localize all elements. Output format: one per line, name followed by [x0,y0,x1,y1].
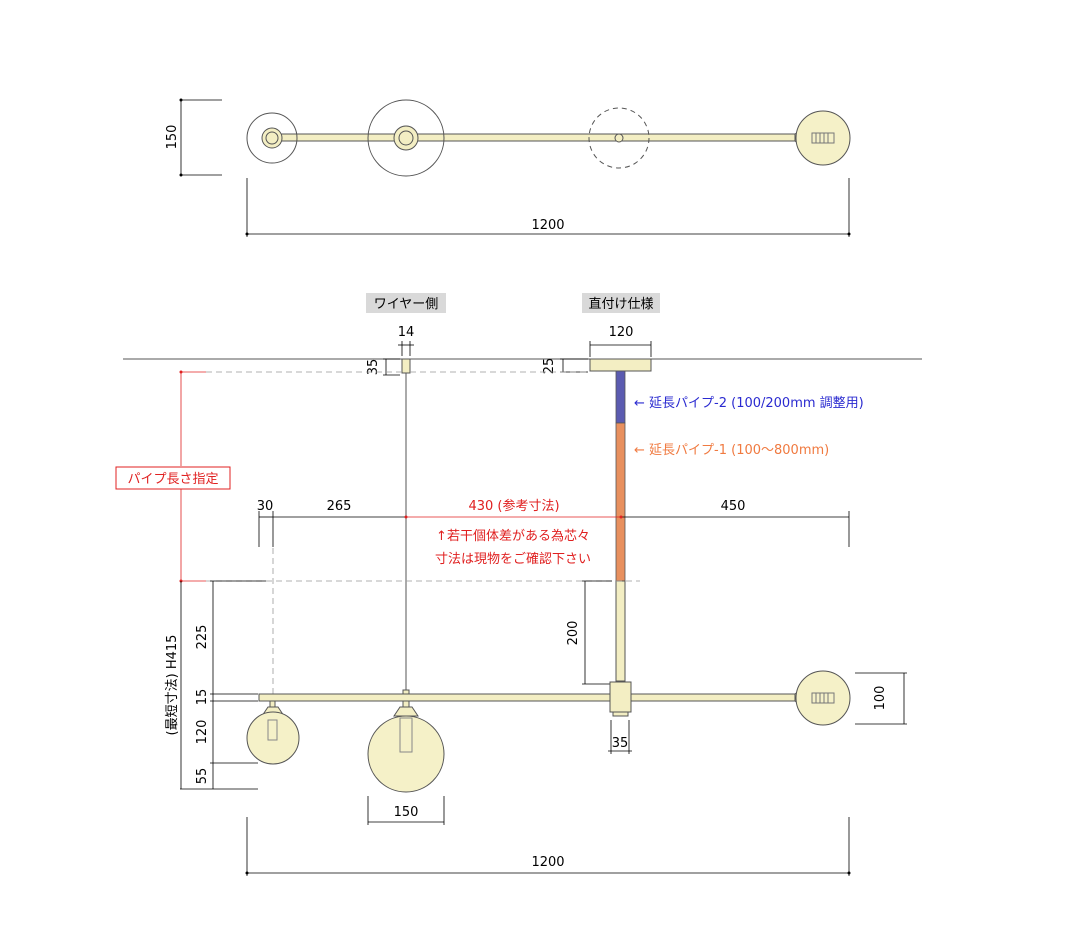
middle-socket [393,706,419,717]
plan-globe-middle [367,99,445,177]
plan-width-dim: 1200 [531,218,564,233]
wire-header-bg [366,293,446,313]
dim-430: 430 (参考寸法) [468,498,559,514]
dim-200: 200 [566,621,581,646]
wire-drop-dim: 35 [366,359,381,376]
dim-30: 30 [257,499,274,514]
dim-min-height: (最短寸法) H415 [165,635,180,736]
dim-55: 55 [195,768,210,785]
plan-view: 150 1200 [165,98,851,237]
wire-width-dim: 14 [398,325,415,340]
plan-socket-left [261,127,283,149]
extension-pipe-2 [615,370,626,424]
left-globe [246,711,300,765]
pipe-length-label: パイプ長さ指定 [127,472,218,487]
dim-225: 225 [195,625,210,650]
plan-globe-right [795,110,851,166]
dim-total-width: 1200 [531,855,564,870]
ceiling-plate [589,358,652,372]
wire-header: ワイヤー側 [374,297,439,312]
dim-35: 35 [612,736,629,751]
pipe-length-box [115,466,231,490]
plan-height-dim: 150 [165,125,180,150]
joint-sleeve [609,681,632,713]
plan-globe-left [246,112,298,164]
note-line-2: 寸法は現物をご確認下さい [435,551,591,567]
direct-header-bg [582,293,660,313]
dim-450: 450 [721,499,746,514]
plan-bar [269,133,798,142]
middle-globe [367,715,445,793]
dim-265: 265 [327,499,352,514]
plate-height-dim: 25 [542,358,557,375]
elevation-view: ワイヤー側 直付け仕様 14 35 120 25 [115,293,922,876]
plan-socket-middle [393,125,419,151]
base-pipe [615,580,626,682]
dim-100: 100 [873,686,888,711]
plan-canopy-dashed [588,107,650,169]
right-globe [795,670,851,726]
pipe-2-note: ← 延長パイプ-2 (100/200mm 調整用) [634,396,864,411]
wire-canopy [401,358,411,374]
plate-width-dim: 120 [609,325,634,340]
extension-pipe-1 [615,422,626,582]
dim-120: 120 [195,720,210,745]
pipe-1-note: ← 延長パイプ-1 (100〜800mm) [634,443,829,458]
direct-header: 直付け仕様 [588,297,653,312]
note-line-1: ↑若干個体差がある為芯々 [436,528,590,544]
dim-15: 15 [195,689,210,706]
main-bar [258,693,796,702]
dim-globe-width: 150 [394,805,419,820]
